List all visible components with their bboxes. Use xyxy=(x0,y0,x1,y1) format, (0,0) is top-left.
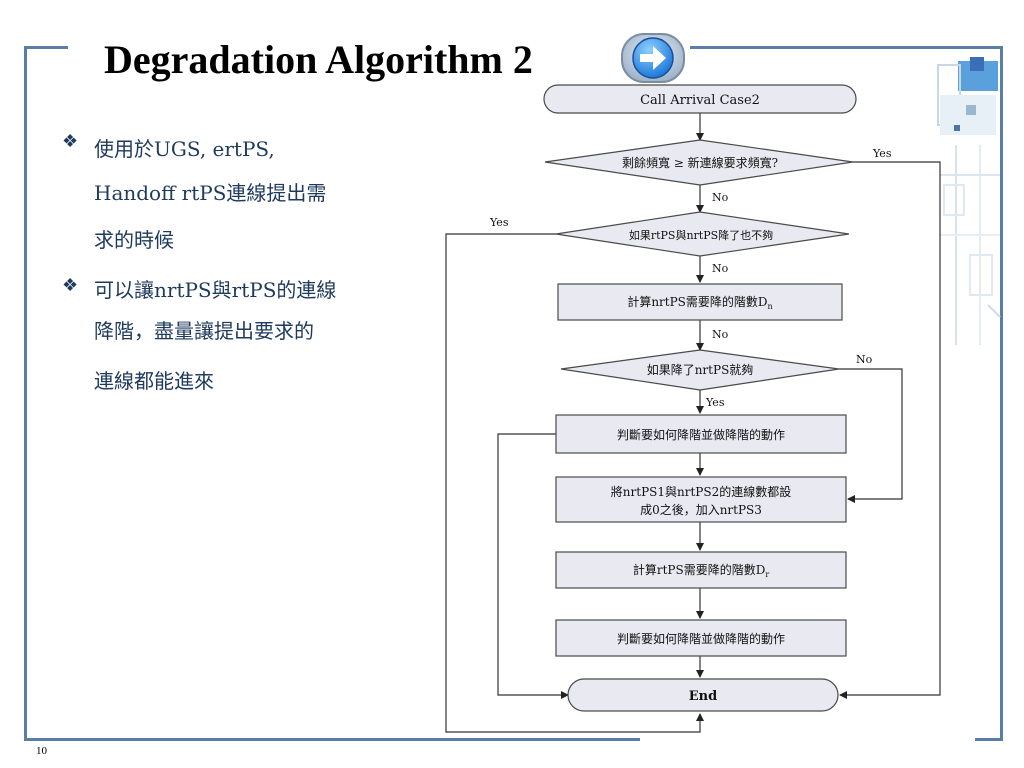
flow-p1-no-label: No xyxy=(712,328,729,341)
flow-process-degrade-2-label: 判斷要如何降階並做降階的動作 xyxy=(617,631,785,646)
flow-d2-yes-label: Yes xyxy=(489,216,509,229)
flow-start-node: Call Arrival Case2 xyxy=(543,84,857,114)
svg-text:計算nrtPS需要降的階數Dn: 計算nrtPS需要降的階數Dn xyxy=(627,294,772,311)
flow-decision-not-enough: 如果rtPS與nrtPS降了也不夠 xyxy=(555,211,850,257)
flow-start-label: Call Arrival Case2 xyxy=(640,93,760,108)
page-number: 10 xyxy=(36,745,47,757)
decorative-circuit-graphic xyxy=(937,57,1001,345)
frame-left xyxy=(24,46,27,740)
svg-text:計算rtPS需要降的階數Dr: 計算rtPS需要降的階數Dr xyxy=(633,562,769,579)
flow-d3-no-label: No xyxy=(856,353,873,366)
flow-process-degrade-1: 判斷要如何降階並做降階的動作 xyxy=(555,414,847,454)
flow-decision-not-enough-label: 如果rtPS與nrtPS降了也不夠 xyxy=(629,228,773,242)
flow-process-calc-rtps: 計算rtPS需要降的階數Dr xyxy=(555,551,847,589)
flow-process-calc-nrtps-sub: n xyxy=(768,302,773,311)
flow-d1-no-label: No xyxy=(712,191,729,204)
flow-end-node: End xyxy=(567,678,839,712)
flow-decision-nrtps-enough-label: 如果降了nrtPS就夠 xyxy=(647,362,754,377)
bullet-text-line: 使用於UGS, ertPS, xyxy=(94,137,275,161)
flow-d3-yes-label: Yes xyxy=(705,396,725,409)
bullet-item: ❖ 可以讓nrtPS與rtPS的連線 降階，盡量讓提出要求的 連線都能進來 xyxy=(62,274,422,406)
bullet-text-line: 降階，盡量讓提出要求的 xyxy=(94,319,314,343)
flow-decision-bandwidth: 剩餘頻寬 ≥ 新連線要求頻寬? xyxy=(544,139,854,186)
flow-decision-nrtps-enough: 如果降了nrtPS就夠 xyxy=(560,349,840,391)
bullet-item: ❖ 使用於UGS, ertPS, Handoff rtPS連線提出需 求的時候 xyxy=(62,130,422,262)
bullet-text-line: Handoff rtPS連線提出需 xyxy=(94,181,327,205)
flow-process-calc-nrtps-label: 計算nrtPS需要降的階數D xyxy=(627,294,767,309)
diamond-bullet-icon: ❖ xyxy=(62,275,79,296)
flow-process-calc-rtps-sub: r xyxy=(765,570,769,579)
flow-decision-bandwidth-label: 剩餘頻寬 ≥ 新連線要求頻寬? xyxy=(622,155,778,170)
flow-process-reset-nrtps-line1: 將nrtPS1與nrtPS2的連線數都設 xyxy=(611,484,791,499)
flow-process-reset-nrtps: 將nrtPS1與nrtPS2的連線數都設 成0之後，加入nrtPS3 xyxy=(555,476,847,523)
bullet-list: ❖ 使用於UGS, ertPS, Handoff rtPS連線提出需 求的時候 … xyxy=(62,130,422,406)
flow-d2-no-label: No xyxy=(712,262,729,275)
frame-top-right xyxy=(690,46,1003,49)
flow-process-reset-nrtps-line2: 成0之後，加入nrtPS3 xyxy=(640,503,762,517)
flow-process-calc-nrtps: 計算nrtPS需要降的階數Dn xyxy=(557,283,843,321)
flow-process-calc-rtps-label: 計算rtPS需要降的階數D xyxy=(633,562,765,577)
arrow-right-icon[interactable] xyxy=(620,28,686,88)
flow-end-label: End xyxy=(689,689,717,704)
bullet-text-line: 求的時候 xyxy=(94,228,174,252)
diamond-bullet-icon: ❖ xyxy=(62,131,79,152)
slide-title: Degradation Algorithm 2 xyxy=(104,37,533,82)
bullet-text-line: 連線都能進來 xyxy=(94,369,214,393)
flow-process-degrade-2: 判斷要如何降階並做降階的動作 xyxy=(555,619,847,657)
frame-top-left xyxy=(24,46,68,49)
frame-right xyxy=(1000,46,1003,741)
bullet-text-line: 可以讓nrtPS與rtPS的連線 xyxy=(94,278,337,302)
flow-d1-yes-label: Yes xyxy=(872,147,892,160)
frame-bottom xyxy=(24,738,640,741)
flow-process-degrade-1-label: 判斷要如何降階並做降階的動作 xyxy=(617,427,785,442)
frame-bottom-right xyxy=(975,738,1003,741)
